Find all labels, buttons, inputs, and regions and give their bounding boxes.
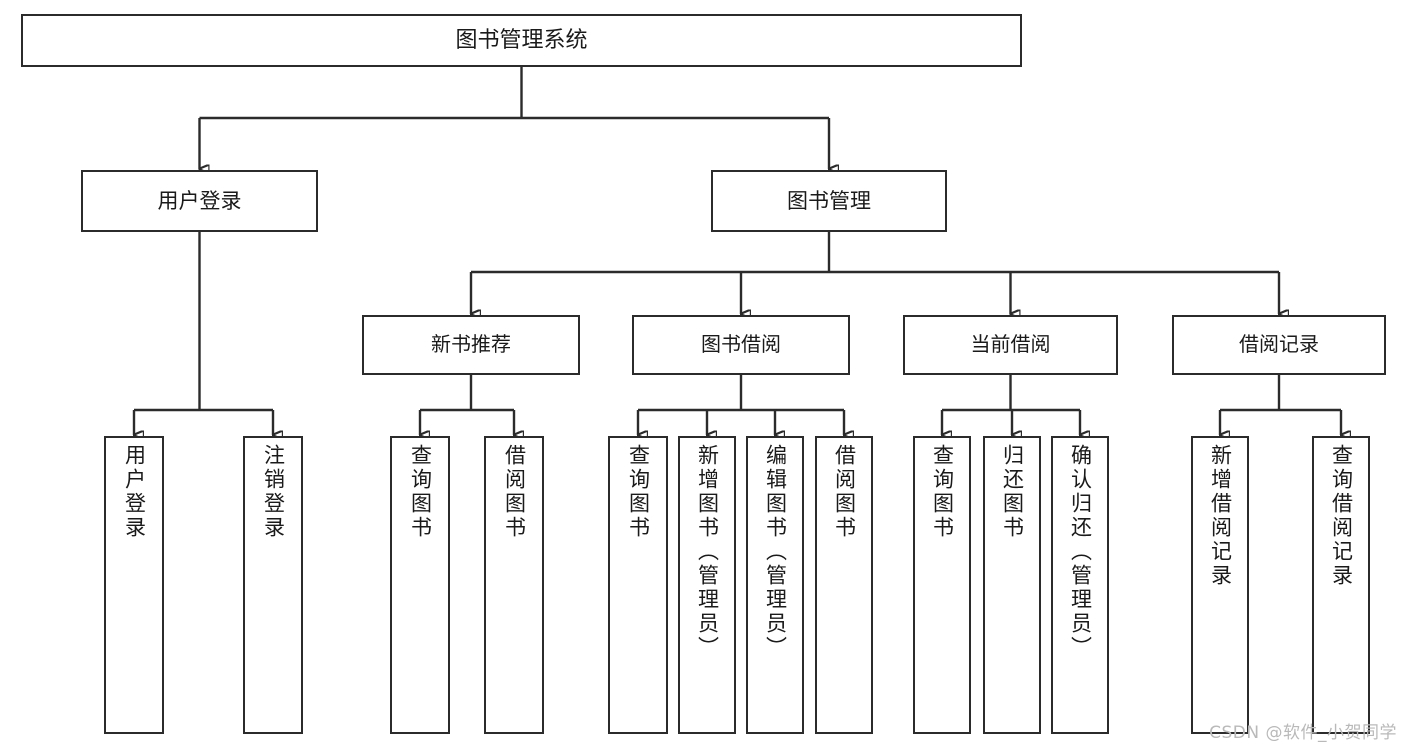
node-leaf-query-book-3-label: 查询图书 bbox=[930, 444, 955, 540]
node-leaf-query-book-3[interactable]: 查询图书 bbox=[913, 436, 971, 734]
node-new-book-rec-label: 新书推荐 bbox=[431, 332, 511, 357]
node-borrow-record[interactable]: 借阅记录 bbox=[1172, 315, 1386, 375]
node-leaf-return-book-label: 归还图书 bbox=[1000, 444, 1025, 540]
node-new-book-rec[interactable]: 新书推荐 bbox=[362, 315, 580, 375]
node-leaf-add-book-label: 新增图书（管理员） bbox=[695, 444, 720, 660]
node-leaf-query-record-label: 查询借阅记录 bbox=[1329, 444, 1354, 588]
csdn-watermark: CSDN @软件_小贺同学 bbox=[1209, 723, 1397, 743]
node-leaf-borrow-book-2-label: 借阅图书 bbox=[832, 444, 857, 540]
node-book-manage-label: 图书管理 bbox=[787, 188, 871, 213]
node-book-borrow[interactable]: 图书借阅 bbox=[632, 315, 850, 375]
node-leaf-add-record-label: 新增借阅记录 bbox=[1208, 444, 1233, 588]
node-root[interactable]: 图书管理系统 bbox=[21, 14, 1022, 67]
node-leaf-add-record[interactable]: 新增借阅记录 bbox=[1191, 436, 1249, 734]
node-leaf-borrow-book-1-label: 借阅图书 bbox=[502, 444, 527, 540]
node-leaf-logout[interactable]: 注销登录 bbox=[243, 436, 303, 734]
node-leaf-confirm-return-label: 确认归还（管理员） bbox=[1068, 444, 1093, 660]
node-root-label: 图书管理系统 bbox=[455, 27, 588, 53]
node-leaf-edit-book[interactable]: 编辑图书（管理员） bbox=[746, 436, 804, 734]
node-leaf-return-book[interactable]: 归还图书 bbox=[983, 436, 1041, 734]
node-leaf-edit-book-label: 编辑图书（管理员） bbox=[763, 444, 788, 660]
node-leaf-confirm-return[interactable]: 确认归还（管理员） bbox=[1051, 436, 1109, 734]
node-borrow-record-label: 借阅记录 bbox=[1239, 332, 1319, 357]
node-leaf-add-book[interactable]: 新增图书（管理员） bbox=[678, 436, 736, 734]
node-user-login[interactable]: 用户登录 bbox=[81, 170, 318, 232]
node-leaf-borrow-book-2[interactable]: 借阅图书 bbox=[815, 436, 873, 734]
node-leaf-query-book-2-label: 查询图书 bbox=[626, 444, 651, 540]
node-book-borrow-label: 图书借阅 bbox=[701, 332, 781, 357]
node-leaf-borrow-book-1[interactable]: 借阅图书 bbox=[484, 436, 544, 734]
node-leaf-query-book-1-label: 查询图书 bbox=[408, 444, 433, 540]
node-leaf-query-book-2[interactable]: 查询图书 bbox=[608, 436, 668, 734]
node-book-manage[interactable]: 图书管理 bbox=[711, 170, 947, 232]
node-leaf-logout-label: 注销登录 bbox=[261, 444, 286, 540]
node-leaf-user-login-label: 用户登录 bbox=[122, 444, 147, 540]
node-user-login-label: 用户登录 bbox=[157, 188, 242, 213]
node-current-borrow[interactable]: 当前借阅 bbox=[903, 315, 1118, 375]
node-leaf-user-login[interactable]: 用户登录 bbox=[104, 436, 164, 734]
node-leaf-query-book-1[interactable]: 查询图书 bbox=[390, 436, 450, 734]
node-leaf-query-record[interactable]: 查询借阅记录 bbox=[1312, 436, 1370, 734]
node-current-borrow-label: 当前借阅 bbox=[970, 332, 1051, 357]
